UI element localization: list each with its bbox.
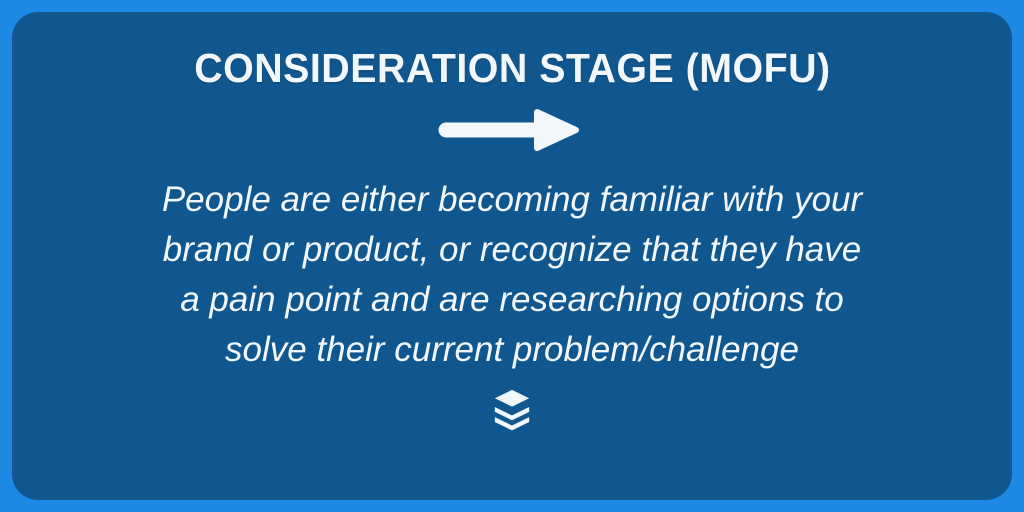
- description-line: People are either becoming familiar with…: [161, 180, 863, 220]
- stage-description: People are either becoming familiar with…: [162, 175, 862, 375]
- stage-title: CONSIDERATION STAGE (MOFU): [193, 45, 831, 91]
- description-line: brand or product, or recognize that they…: [162, 230, 862, 270]
- description-line: solve their current problem/challenge: [225, 330, 799, 370]
- content-panel: CONSIDERATION STAGE (MOFU) People are ei…: [12, 12, 1012, 500]
- description-line: a pain point and are researching options…: [180, 280, 844, 320]
- buffer-layers-logo-icon: [490, 387, 534, 435]
- right-arrow-icon: [438, 107, 586, 153]
